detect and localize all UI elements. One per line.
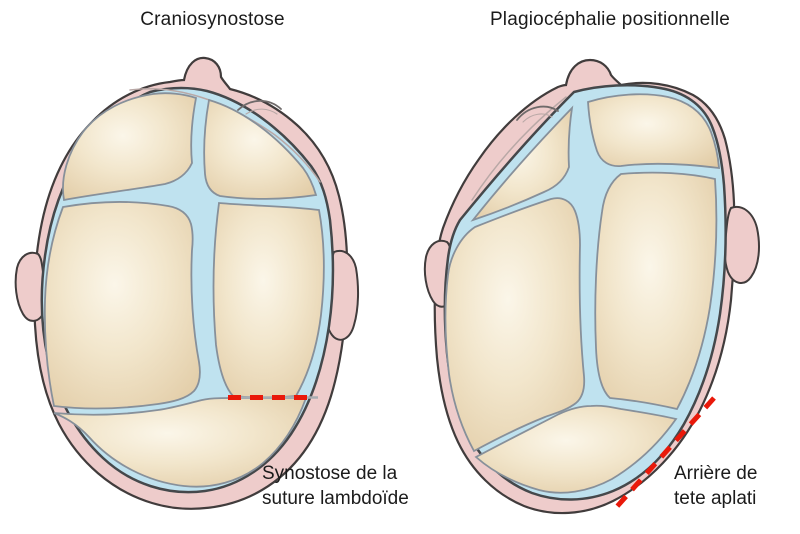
occipital-bone: [53, 397, 308, 488]
right-ear: [723, 206, 760, 284]
occipital-bone: [474, 404, 678, 494]
panel-title-plagiocephaly: Plagiocéphalie positionnelle: [489, 9, 731, 30]
caption-fused-suture: Synostose de la suture lambdoïde: [262, 461, 409, 511]
frontal-bone-left: [470, 105, 574, 222]
parietal-bone-right: [594, 171, 718, 411]
frontal-bone-left: [62, 92, 198, 202]
frontal-bone-right: [203, 98, 318, 200]
skin-fold: [516, 105, 559, 121]
caption-line: Arrière de: [674, 463, 758, 484]
parietal-bone-right: [212, 202, 325, 399]
caption-line: suture lambdoïde: [262, 488, 409, 509]
skull-plagiocephaly: [423, 58, 760, 515]
skin-fold-inner: [245, 108, 278, 115]
panel-title-craniosynostosis: Craniosynostose: [140, 9, 285, 30]
skin-crease: [471, 96, 567, 201]
flattened-head-marker: [611, 396, 716, 513]
skull-craniosynostosis: [14, 56, 360, 510]
skin-fold-inner: [522, 113, 553, 123]
frontal-bone-right: [587, 93, 720, 170]
skin-crease: [129, 88, 321, 183]
caption-line: tete aplati: [674, 488, 757, 509]
caption-line: Synostose de la: [262, 463, 398, 484]
parietal-bone-left: [444, 197, 586, 453]
skin-fold: [237, 99, 282, 111]
parietal-bone-left: [43, 201, 201, 410]
caption-flattened-head: Arrière de tete aplati: [674, 461, 757, 511]
